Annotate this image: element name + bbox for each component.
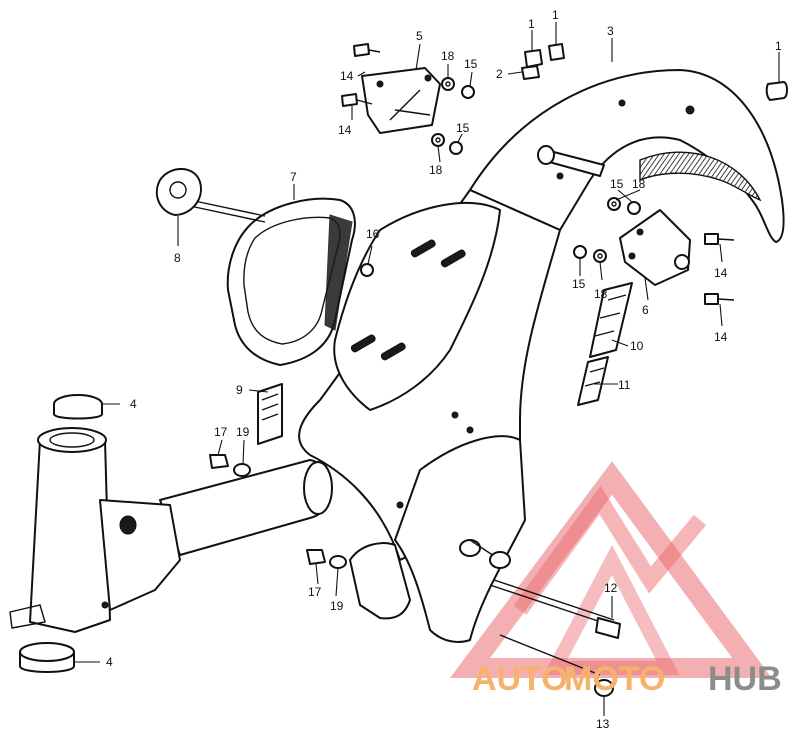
callout-13: 13 — [596, 717, 610, 731]
callout-3: 3 — [607, 24, 614, 38]
callout-17: 17 — [308, 585, 322, 599]
callout-14: 14 — [714, 330, 728, 344]
callout-5: 5 — [416, 29, 423, 43]
toolbox-knob-bolt — [155, 168, 266, 223]
callout-15: 15 — [456, 121, 470, 135]
callout-18: 18 — [441, 49, 455, 63]
label-plate-11 — [577, 356, 609, 406]
callout-14: 14 — [340, 69, 354, 83]
callout-18: 18 — [594, 287, 608, 301]
callout-1: 1 — [775, 39, 782, 53]
callout-18: 18 — [632, 177, 646, 191]
seal-ring-top — [53, 394, 103, 420]
callout-15: 15 — [610, 177, 624, 191]
callout-4: 4 — [106, 655, 113, 669]
callout-16: 16 — [366, 227, 380, 241]
callout-1: 1 — [528, 17, 535, 31]
callout-17: 17 — [214, 425, 228, 439]
callout-labels: 1 1 1 2 3 4 4 5 6 7 8 9 10 11 12 13 14 1… — [106, 8, 782, 731]
callout-19: 19 — [236, 425, 250, 439]
bracket-right — [619, 209, 691, 286]
leader-lines — [74, 22, 780, 716]
toolbox-cover — [226, 197, 356, 366]
callout-15: 15 — [572, 277, 586, 291]
callout-4: 4 — [130, 397, 137, 411]
callout-19: 19 — [330, 599, 344, 613]
callout-15: 15 — [464, 57, 478, 71]
callout-1: 1 — [552, 8, 559, 22]
bracket-upper — [361, 67, 441, 134]
label-plate-9 — [257, 383, 283, 445]
callout-18: 18 — [429, 163, 443, 177]
down-tube-assembly — [9, 427, 333, 633]
callout-11: 11 — [618, 378, 631, 392]
watermark-logo — [450, 461, 772, 678]
callout-2: 2 — [496, 67, 503, 81]
callout-14: 14 — [714, 266, 728, 280]
label-plate-10 — [589, 282, 633, 358]
callout-6: 6 — [642, 303, 649, 317]
watermark-text-moto: MOTO — [564, 660, 665, 698]
watermark-text-hub: HUB — [708, 660, 782, 698]
callout-12: 12 — [604, 581, 618, 595]
watermark-brand: AUTO MOTO HUB — [472, 660, 782, 698]
callout-10: 10 — [630, 339, 644, 353]
callout-7: 7 — [290, 170, 297, 184]
callout-8: 8 — [174, 251, 181, 265]
watermark-text-auto: AUTO — [472, 660, 568, 698]
fasteners — [209, 43, 788, 697]
seal-ring-bottom — [19, 642, 75, 673]
callout-14: 14 — [338, 123, 352, 137]
callout-9: 9 — [236, 383, 243, 397]
main-frame — [298, 69, 785, 643]
